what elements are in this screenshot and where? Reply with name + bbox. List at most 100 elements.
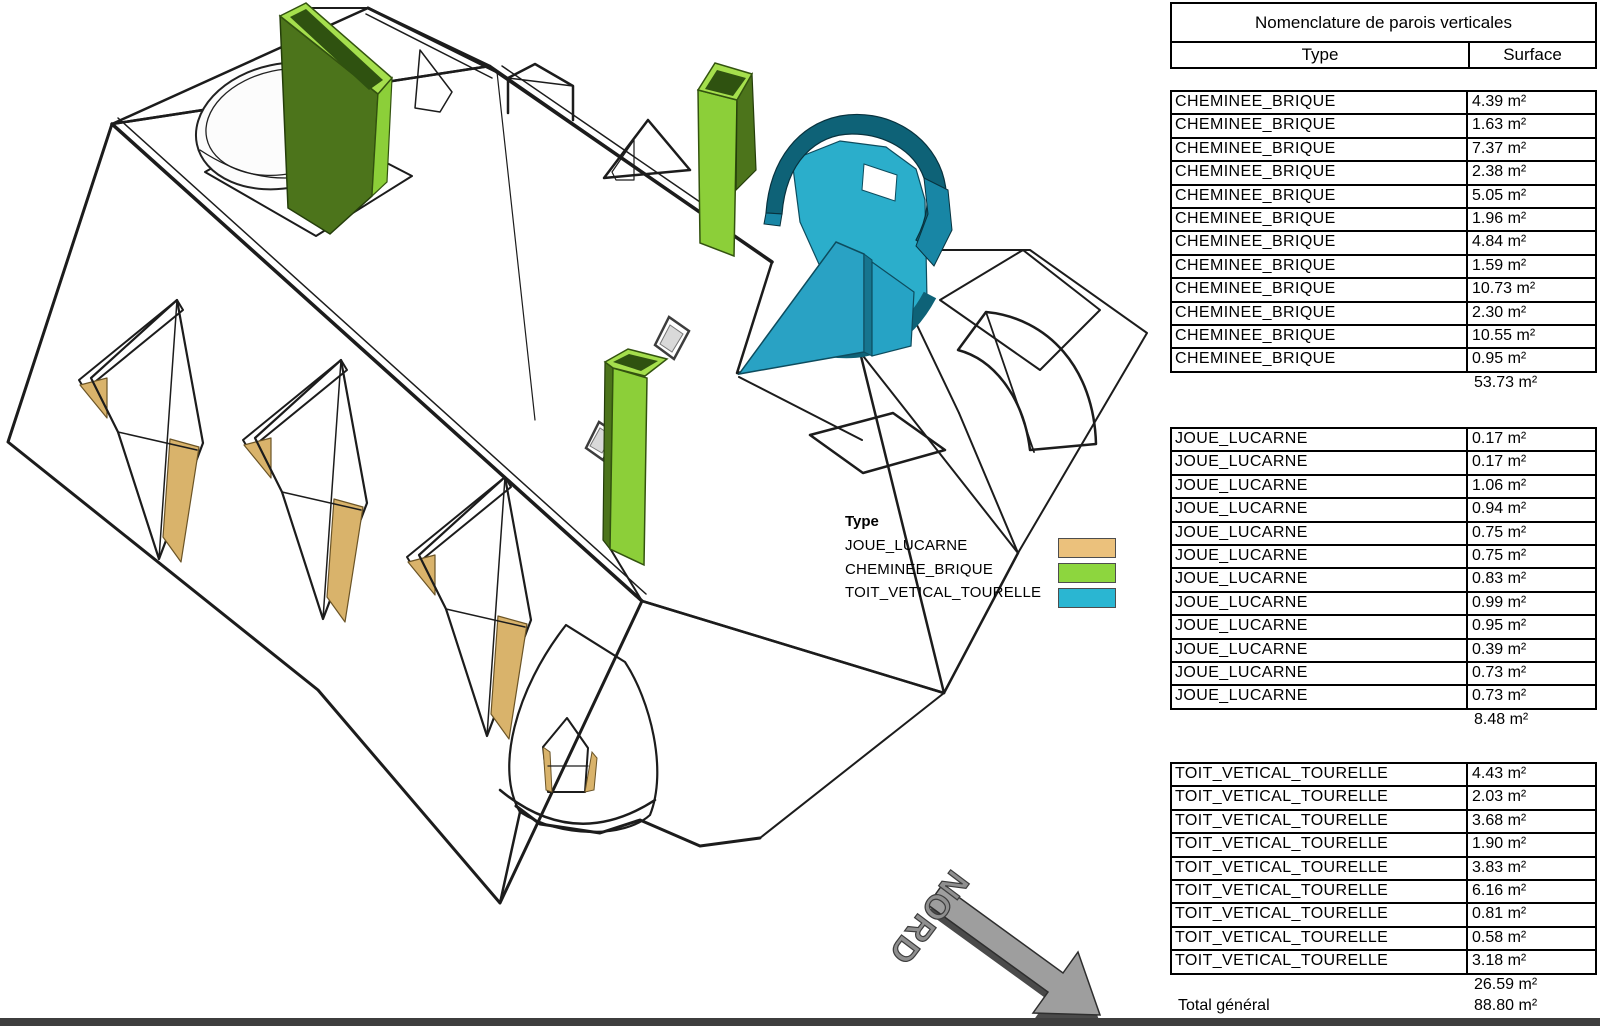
cell-surface[interactable]: 3.68 m²: [1472, 811, 1527, 829]
cell-surface[interactable]: 0.81 m²: [1472, 905, 1527, 923]
cell-surface[interactable]: 6.16 m²: [1472, 882, 1527, 899]
cell-surface[interactable]: 2.03 m²: [1472, 788, 1527, 806]
cell-surface[interactable]: 4.39 m²: [1472, 93, 1527, 110]
cell-surface[interactable]: 0.75 m²: [1472, 523, 1527, 541]
cell-type[interactable]: CHEMINEE_BRIQUE: [1172, 349, 1468, 371]
cell-surface[interactable]: 0.83 m²: [1472, 570, 1527, 588]
cell-type[interactable]: TOIT_VETICAL_TOURELLE: [1172, 904, 1468, 926]
cell-type[interactable]: CHEMINEE_BRIQUE: [1172, 232, 1468, 254]
cell-surface[interactable]: 5.05 m²: [1472, 186, 1527, 204]
cell-type[interactable]: CHEMINEE_BRIQUE: [1172, 138, 1468, 161]
cell-type[interactable]: TOIT_VETICAL_TOURELLE: [1172, 881, 1468, 903]
cell-type[interactable]: JOUE_LUCARNE: [1172, 686, 1468, 708]
cell-surface[interactable]: 0.39 m²: [1472, 640, 1527, 658]
cell-surface[interactable]: 0.75 m²: [1472, 547, 1527, 564]
cell-type[interactable]: JOUE_LUCARNE: [1172, 639, 1468, 661]
cell-surface[interactable]: 0.17 m²: [1472, 430, 1527, 447]
cell-surface[interactable]: 0.95 m²: [1472, 617, 1527, 635]
cell-surface[interactable]: 0.73 m²: [1472, 687, 1527, 705]
cell-type[interactable]: TOIT_VETICAL_TOURELLE: [1172, 810, 1468, 833]
cell-type[interactable]: TOIT_VETICAL_TOURELLE: [1172, 764, 1468, 786]
cell-surface[interactable]: 0.73 m²: [1472, 664, 1527, 681]
cell-type[interactable]: CHEMINEE_BRIQUE: [1172, 326, 1468, 348]
cell-type[interactable]: CHEMINEE_BRIQUE: [1172, 302, 1468, 324]
cell-surface[interactable]: 4.84 m²: [1472, 233, 1527, 251]
cell-type[interactable]: TOIT_VETICAL_TOURELLE: [1172, 834, 1468, 856]
cell-type[interactable]: JOUE_LUCARNE: [1172, 522, 1468, 544]
cell-surface[interactable]: 3.83 m²: [1472, 858, 1527, 876]
cell-type[interactable]: CHEMINEE_BRIQUE: [1172, 185, 1468, 207]
cell-surface[interactable]: 10.73 m²: [1472, 280, 1536, 298]
cell-type[interactable]: CHEMINEE_BRIQUE: [1172, 255, 1468, 278]
cell-type[interactable]: JOUE_LUCARNE: [1172, 429, 1468, 451]
cell-surface[interactable]: 0.94 m²: [1472, 500, 1527, 518]
cell-type[interactable]: CHEMINEE_BRIQUE: [1172, 162, 1468, 184]
cell-type[interactable]: CHEMINEE_BRIQUE: [1172, 279, 1468, 301]
cell-surface[interactable]: 10.55 m²: [1472, 327, 1536, 344]
cell-surface[interactable]: 1.63 m²: [1472, 116, 1527, 134]
cell-type[interactable]: CHEMINEE_BRIQUE: [1172, 115, 1468, 137]
cell-surface[interactable]: 0.58 m²: [1472, 928, 1527, 946]
cell-surface[interactable]: 1.59 m²: [1472, 256, 1527, 274]
cell-type[interactable]: CHEMINEE_BRIQUE: [1172, 209, 1468, 231]
cell-surface[interactable]: 4.43 m²: [1472, 765, 1527, 782]
cell-surface[interactable]: 0.95 m²: [1472, 350, 1527, 368]
cell-type[interactable]: TOIT_VETICAL_TOURELLE: [1172, 787, 1468, 809]
cell-surface[interactable]: 0.17 m²: [1472, 453, 1527, 471]
cell-surface[interactable]: 0.99 m²: [1472, 593, 1527, 611]
cell-surface[interactable]: 2.30 m²: [1472, 303, 1527, 321]
cell-type[interactable]: JOUE_LUCARNE: [1172, 616, 1468, 638]
cell-type[interactable]: JOUE_LUCARNE: [1172, 592, 1468, 615]
cell-type[interactable]: JOUE_LUCARNE: [1172, 663, 1468, 685]
cell-type[interactable]: JOUE_LUCARNE: [1172, 546, 1468, 568]
cell-surface[interactable]: 1.90 m²: [1472, 835, 1527, 853]
cell-surface[interactable]: 7.37 m²: [1472, 139, 1527, 157]
cell-type[interactable]: TOIT_VETICAL_TOURELLE: [1172, 951, 1468, 973]
cell-type[interactable]: JOUE_LUCARNE: [1172, 475, 1468, 498]
cell-surface[interactable]: 2.38 m²: [1472, 163, 1527, 181]
cell-type[interactable]: TOIT_VETICAL_TOURELLE: [1172, 927, 1468, 950]
cell-surface[interactable]: 1.96 m²: [1472, 210, 1527, 227]
cell-type[interactable]: JOUE_LUCARNE: [1172, 499, 1468, 521]
cell-type[interactable]: TOIT_VETICAL_TOURELLE: [1172, 857, 1468, 879]
cell-type[interactable]: JOUE_LUCARNE: [1172, 452, 1468, 474]
cell-type[interactable]: CHEMINEE_BRIQUE: [1172, 92, 1468, 114]
cell-surface[interactable]: 3.18 m²: [1472, 952, 1527, 970]
cell-surface[interactable]: 1.06 m²: [1472, 476, 1527, 494]
cell-type[interactable]: JOUE_LUCARNE: [1172, 569, 1468, 591]
